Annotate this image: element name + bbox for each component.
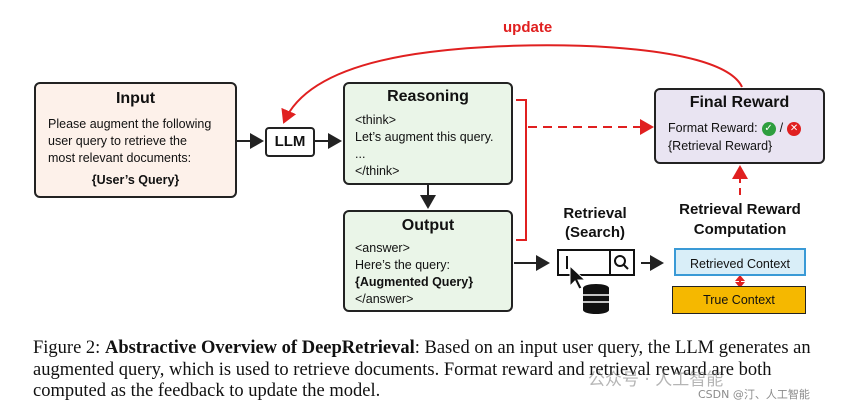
input-box: Input Please augment the following user … (34, 82, 237, 198)
input-line: most relevant documents: (48, 151, 192, 165)
input-line: user query to retrieve the (48, 134, 187, 148)
format-reward-row: Format Reward: ✓ / ✕ (668, 120, 802, 137)
context-compare-up-head (735, 275, 745, 281)
input-query-placeholder: {User’s Query} (91, 173, 180, 187)
llm-box: LLM (265, 127, 315, 157)
watermark-primary: 公众号 · 人工智能 (588, 370, 724, 390)
output-augmented-query: {Augmented Query} (355, 275, 474, 289)
reward-computation-label: Retrieval Reward Computation (660, 200, 820, 240)
reasoning-title: Reasoning (387, 88, 469, 105)
format-reward-slash: / (779, 121, 784, 135)
llm-label: LLM (274, 133, 306, 150)
reasoning-box: Reasoning <think> Let’s augment this que… (343, 82, 513, 185)
database-icon (583, 284, 609, 314)
final-reward-box: Final Reward Format Reward: ✓ / ✕ {Retri… (654, 88, 825, 164)
context-compare-down-head (735, 282, 745, 288)
caption-label: Figure 2: (33, 338, 101, 358)
caption-bold-title: Abstractive Overview of DeepRetrieval (104, 338, 415, 358)
search-icon (557, 249, 635, 276)
cross-icon: ✕ (787, 121, 802, 136)
output-line: </answer> (355, 292, 414, 306)
format-reward-label: Format Reward: (668, 121, 758, 135)
input-instructions: Please augment the following user query … (48, 116, 233, 167)
retrieved-context-box: Retrieved Context (674, 248, 806, 276)
output-box: Output <answer> Here’s the query: {Augme… (343, 210, 513, 312)
watermark-secondary: CSDN @汀、人工智能 (698, 388, 810, 401)
retrieval-label-line: Retrieval (563, 205, 627, 222)
update-label: update (503, 19, 553, 36)
output-line: <answer> (355, 241, 410, 255)
figure-caption: Figure 2: Abstractive Overview of DeepRe… (33, 338, 833, 403)
update-arrow (281, 44, 743, 124)
input-line: Please augment the following (48, 117, 212, 131)
reasoning-line: ... (355, 147, 366, 161)
reasoning-content: <think> Let’s augment this query. ... </… (355, 112, 494, 180)
input-title: Input (115, 90, 156, 107)
output-line: Here’s the query: (355, 258, 450, 272)
retrieval-label: Retrieval (Search) (545, 204, 645, 242)
reward-computation-line: Computation (693, 221, 787, 238)
retrieval-reward-label: {Retrieval Reward} (668, 139, 773, 153)
reasoning-line: <think> (355, 113, 397, 127)
reward-computation-line: Retrieval Reward (679, 201, 801, 218)
caption-text: : Based on an input user query, the LLM … (33, 338, 811, 401)
final-reward-title: Final Reward (689, 94, 790, 111)
cursor-icon (569, 264, 587, 290)
retrieval-label-line: (Search) (564, 224, 626, 241)
output-title: Output (401, 217, 455, 234)
reasoning-line: Let’s augment this query. (355, 130, 494, 144)
check-icon: ✓ (761, 121, 776, 136)
reasoning-line: </think> (355, 164, 400, 178)
true-context-box: True Context (672, 286, 806, 314)
format-bracket (516, 99, 527, 241)
output-content: <answer> Here’s the query: {Augmented Qu… (355, 240, 473, 308)
